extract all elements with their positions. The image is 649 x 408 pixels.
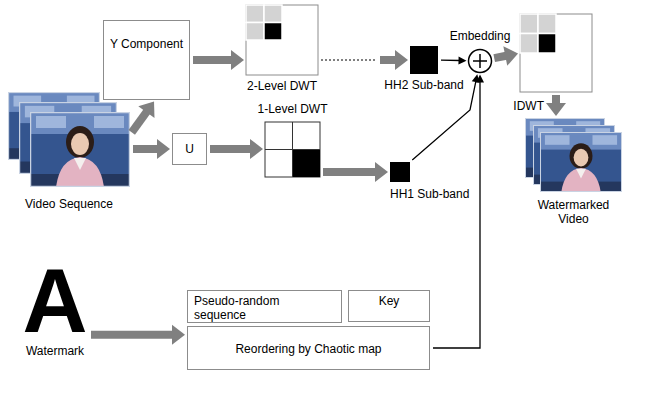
edge-label: IDWT <box>511 99 546 113</box>
dwt1-figure <box>265 122 320 177</box>
process-box: Pseudo-random sequence <box>187 290 342 323</box>
watermark-node: AWatermark <box>22 262 88 340</box>
text-holder: A <box>22 262 88 340</box>
connector-line <box>91 331 173 339</box>
connector-group <box>210 139 263 159</box>
text-holder: 2-Level DWT <box>247 79 317 93</box>
idwt-figure <box>520 14 592 92</box>
embedding-circle <box>469 50 492 73</box>
connector-group <box>441 56 467 64</box>
figure-label: 1-Level DWT <box>257 102 327 116</box>
figure-label: HH2 Sub-band <box>384 78 463 92</box>
box-label: U <box>185 142 194 156</box>
figure-label: 2-Level DWT <box>247 79 317 93</box>
subband-square: HH2 Sub-band <box>410 46 438 74</box>
arrow-head <box>157 139 170 159</box>
embedding-node: Embedding <box>468 49 492 73</box>
text-holder: Watermarked Video <box>525 198 622 226</box>
connector-line <box>193 56 232 64</box>
text-holder: Embedding <box>450 29 511 43</box>
connector-line <box>380 56 396 64</box>
process-box: Reordering by Chaotic map <box>187 326 430 370</box>
dashed-connector <box>321 60 376 61</box>
figure-label: Video Sequence <box>25 197 113 211</box>
connector-group <box>323 162 388 182</box>
text-holder: Key <box>353 294 425 308</box>
connector-line <box>441 59 460 61</box>
text-holder: 1-Level DWT <box>257 102 327 116</box>
box-label: Pseudo-random sequence <box>194 294 279 322</box>
connector-line <box>494 56 506 58</box>
box-label: Reordering by Chaotic map <box>235 342 381 356</box>
video-node: Watermarked Video <box>525 118 622 192</box>
arrow-head <box>231 50 244 70</box>
video-node: Video Sequence <box>8 92 130 187</box>
connector-group <box>132 102 155 133</box>
idwt-output <box>520 14 592 92</box>
figure-label: Embedding <box>450 29 511 43</box>
watermark-letter: A <box>23 256 88 346</box>
connector-line <box>132 111 147 132</box>
box-label: Key <box>379 294 400 308</box>
figure-label: Watermarked Video <box>538 198 610 226</box>
text-holder: Y Component <box>108 37 185 51</box>
subband-figure: 2-Level DWT <box>246 5 318 75</box>
connector-group <box>546 95 566 116</box>
box-label: Y Component <box>110 37 183 51</box>
figure-label: HH1 Sub-band <box>390 187 469 201</box>
text-holder: Video Sequence <box>25 197 113 211</box>
connector-group <box>133 139 170 159</box>
arrow-head <box>503 46 518 66</box>
arrow-head <box>395 50 408 70</box>
subband-square: HH1 Sub-band <box>390 162 410 182</box>
arrow-head <box>375 162 388 182</box>
arrow-head <box>138 102 154 118</box>
arrow-head <box>172 325 185 345</box>
connector-group <box>91 325 185 345</box>
arrow-head <box>546 103 566 116</box>
text-holder: U <box>175 142 204 156</box>
arrow-head <box>458 56 466 64</box>
figure-label: Watermark <box>26 344 84 358</box>
text-holder: HH2 Sub-band <box>384 78 463 92</box>
connector-line <box>210 145 251 153</box>
connector-line <box>433 82 480 349</box>
connector-line <box>323 168 376 176</box>
connector-line <box>412 81 476 160</box>
text-holder: Reordering by Chaotic map <box>192 342 425 356</box>
text-holder: Pseudo-random sequence <box>194 294 294 322</box>
dwt2-figure <box>246 5 318 75</box>
process-box: U <box>172 133 207 165</box>
video-frame <box>540 132 622 192</box>
subband-figure: 1-Level DWT <box>265 122 320 177</box>
connector-group <box>193 50 244 70</box>
process-box: Key <box>348 290 430 322</box>
text-holder: HH1 Sub-band <box>390 187 469 201</box>
arrow-head <box>250 139 263 159</box>
process-box: Y Component <box>103 20 190 100</box>
connector-group <box>321 50 408 70</box>
text-holder: Watermark <box>26 344 84 358</box>
connector-group <box>494 46 518 66</box>
connector-line <box>552 95 560 104</box>
connector-group <box>433 75 484 349</box>
arrow-head <box>476 75 484 83</box>
connector-line <box>133 145 158 153</box>
video-frame <box>30 112 130 187</box>
